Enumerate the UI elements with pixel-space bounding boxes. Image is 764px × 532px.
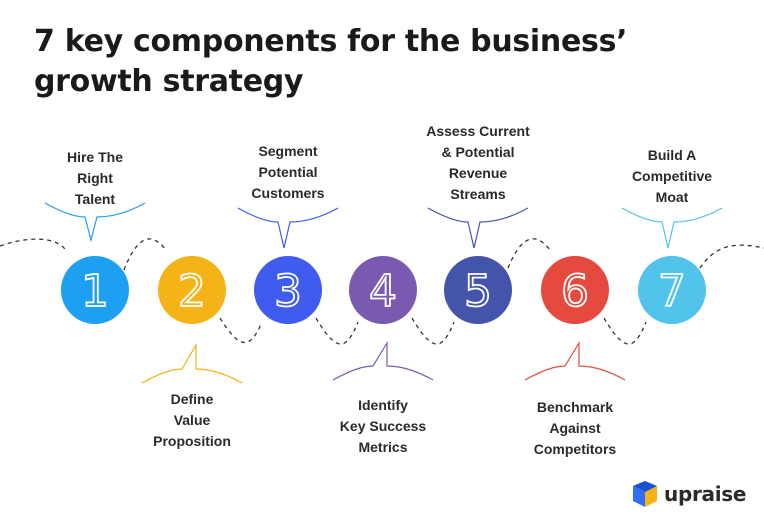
- step-4-label-line: Metrics: [358, 439, 407, 455]
- step-2-number: 2: [178, 266, 206, 317]
- step-5-callout: [427, 207, 529, 249]
- step-5-label-line: Revenue: [449, 165, 508, 181]
- step-3-label-line: Segment: [258, 143, 317, 159]
- step-3-callout: [237, 207, 339, 249]
- step-1-callout: [44, 202, 146, 243]
- step-6-circle: [541, 256, 609, 324]
- step-7-label-line: Build A: [648, 147, 696, 163]
- step-5-circle: [444, 256, 512, 324]
- brand-name: upraise: [664, 482, 747, 506]
- step-2-label-line: Define: [171, 391, 214, 407]
- brand-logo: upraise: [632, 480, 746, 508]
- step-3-number: 3: [274, 266, 302, 317]
- step-4-circle: [349, 256, 417, 324]
- step-5-label-line: & Potential: [441, 144, 514, 160]
- page-title: 7 key components for the business’ growt…: [34, 22, 628, 102]
- title-line-1: 7 key components for the business’: [34, 24, 628, 59]
- step-1-number: 1: [81, 266, 109, 317]
- step-7-number: 7: [658, 266, 686, 317]
- title-line-2: growth strategy: [34, 64, 304, 99]
- step-1-label-line: Right: [77, 170, 113, 186]
- step-5-label-line: Streams: [450, 186, 505, 202]
- step-7-label-line: Competitive: [632, 168, 712, 184]
- step-6-label-line: Benchmark: [537, 399, 613, 415]
- step-2-callout: [141, 342, 243, 384]
- step-4-label-line: Key Success: [340, 418, 427, 434]
- step-6-callout: [524, 340, 626, 381]
- dashed-wave-connector: [0, 238, 764, 345]
- step-1-circle: [61, 256, 129, 324]
- step-7-callout: [621, 207, 723, 249]
- step-3-circle: [254, 256, 322, 324]
- step-3-label-line: Customers: [251, 185, 324, 201]
- step-6-number: 6: [561, 266, 589, 317]
- step-6-label-line: Against: [549, 420, 601, 436]
- step-3-label-line: Potential: [258, 164, 317, 180]
- step-5-label-line: Assess Current: [426, 123, 530, 139]
- step-1-label-line: Hire The: [67, 149, 123, 165]
- step-4-callout: [332, 340, 434, 381]
- step-1-label-line: Talent: [75, 191, 116, 207]
- step-5-number: 5: [464, 266, 492, 317]
- step-7-circle: [638, 256, 706, 324]
- step-2-circle: [158, 256, 226, 324]
- upraise-logo-icon: [633, 481, 657, 507]
- step-2-label-line: Value: [174, 412, 211, 428]
- step-4-number: 4: [369, 266, 397, 317]
- step-4-label-line: Identify: [358, 397, 408, 413]
- step-6-label-line: Competitors: [534, 441, 617, 457]
- step-7-label-line: Moat: [656, 189, 689, 205]
- step-2-label-line: Proposition: [153, 433, 231, 449]
